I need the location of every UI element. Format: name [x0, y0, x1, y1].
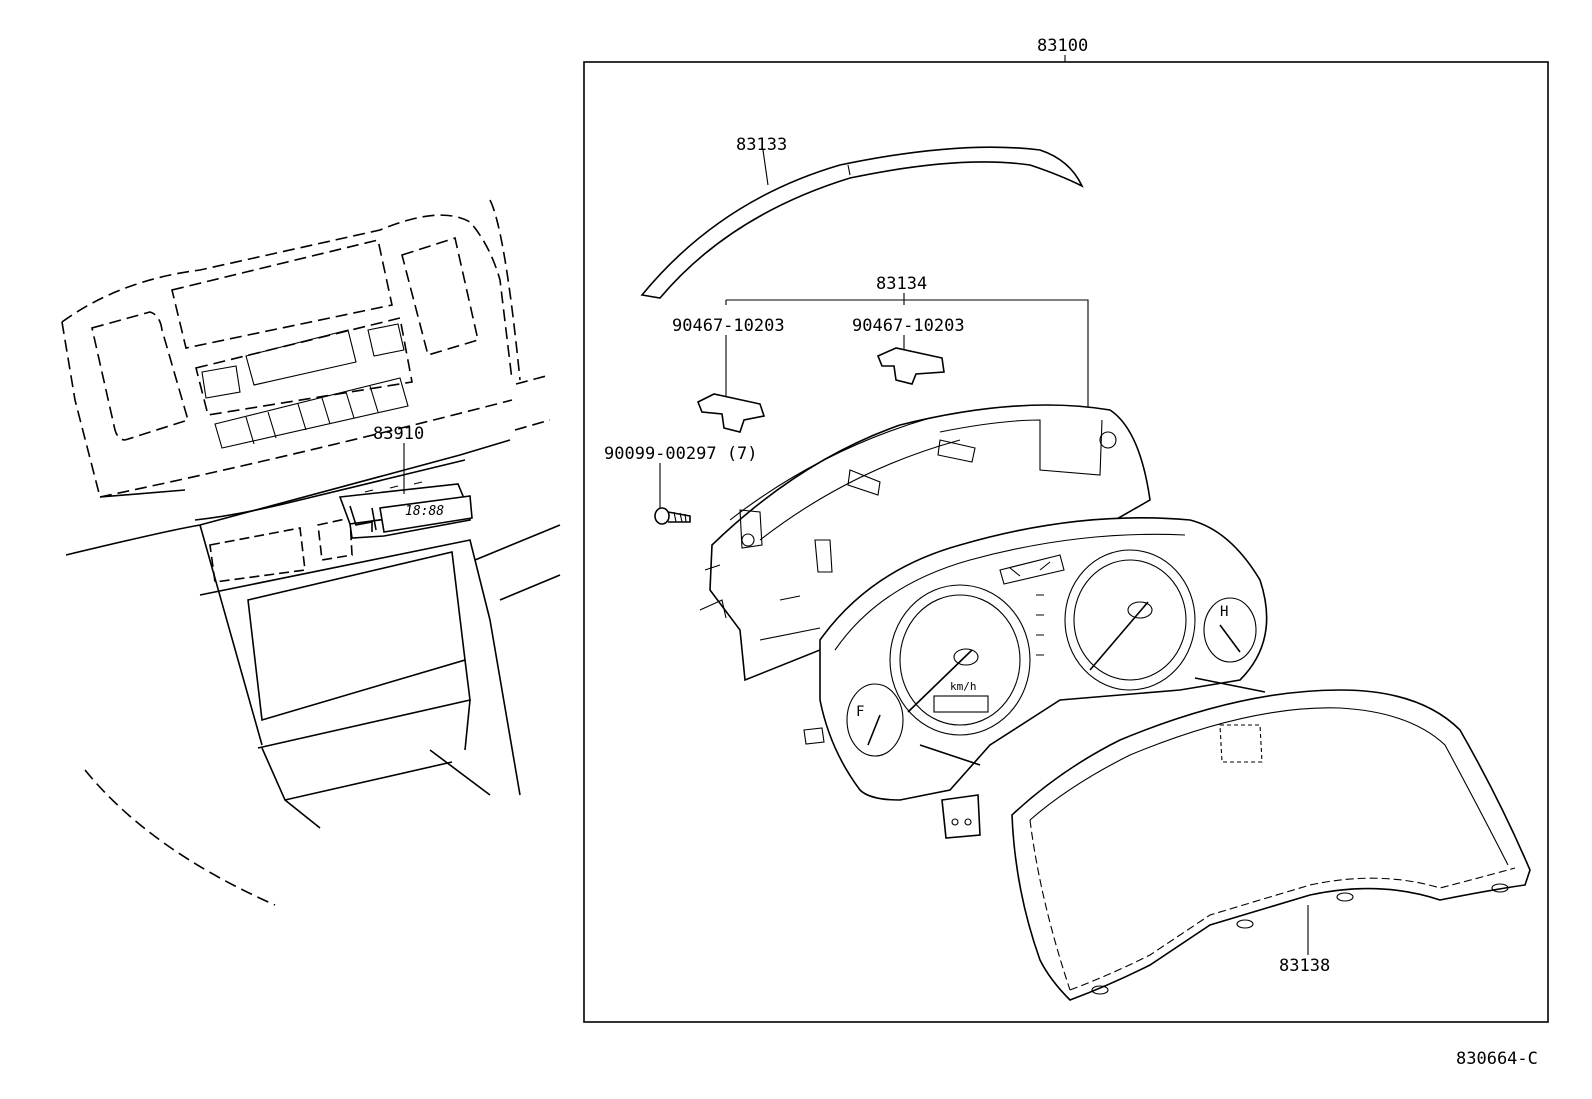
- glass-visor-83133: [640, 146, 1084, 299]
- figure-code: 830664-C: [1456, 1049, 1538, 1069]
- assembly-boundary-box: [583, 61, 1549, 1023]
- clip-left-part: [696, 393, 766, 433]
- gauge-cluster: km/h F H: [803, 517, 1268, 839]
- speed-unit-text: km/h: [950, 680, 977, 693]
- dashboard-console-illustration: 18:88 83910: [61, 199, 561, 906]
- label-case-83134: 83134: [876, 274, 927, 294]
- screw-part: [654, 507, 691, 525]
- meter-assembly: 83100 83133 83134 90467-10203 90467-1020…: [583, 36, 1549, 1023]
- label-assembly-83100: 83100: [1037, 36, 1088, 56]
- clock-display-text: 18:88: [405, 504, 444, 519]
- temp-letter: H: [1220, 604, 1228, 620]
- label-clock-83910: 83910: [373, 424, 424, 444]
- label-clip-right: 90467-10203: [852, 316, 965, 336]
- label-clip-left: 90467-10203: [672, 316, 785, 336]
- clock-unit: 18:88: [338, 481, 473, 539]
- label-visor-83133: 83133: [736, 135, 787, 155]
- clip-right-part: [876, 347, 945, 385]
- label-screw: 90099-00297 (7): [604, 444, 758, 464]
- fuel-letter: F: [856, 704, 864, 720]
- rear-case: [699, 404, 1151, 682]
- lens-cover-83138: [1011, 689, 1531, 1001]
- label-lens-83138: 83138: [1279, 956, 1330, 976]
